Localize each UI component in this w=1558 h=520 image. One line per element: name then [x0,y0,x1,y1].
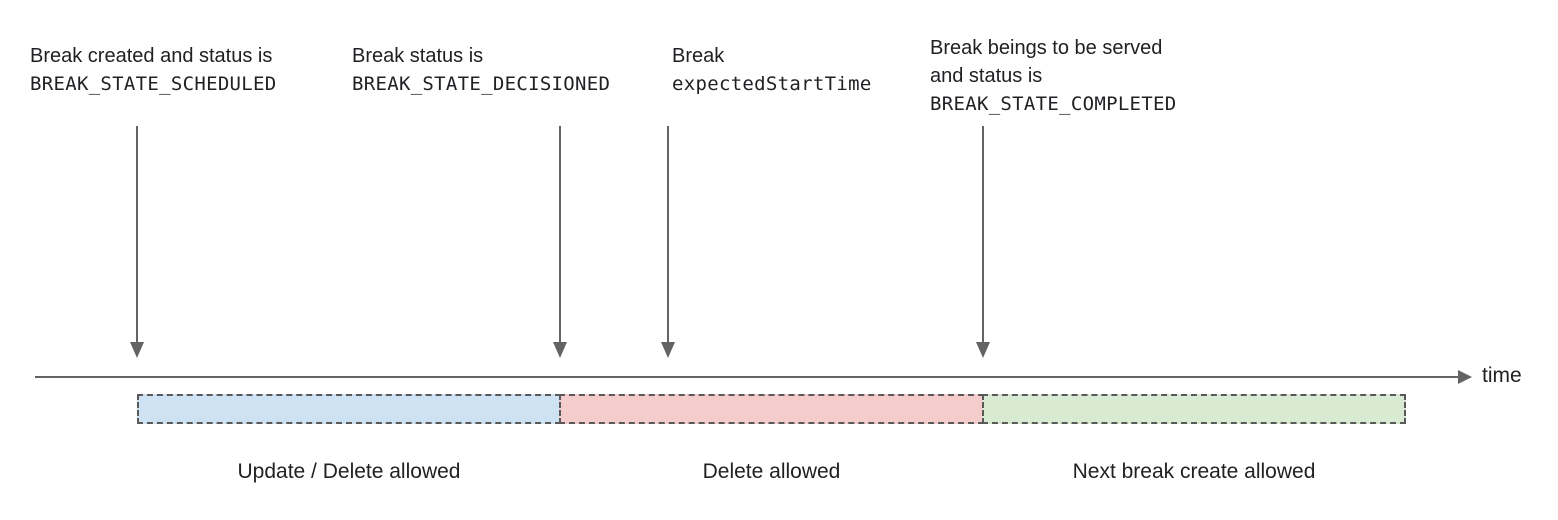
annotation-decisioned-code: BREAK_STATE_DECISIONED [352,73,611,95]
arrow-down-icon [661,342,675,358]
segment-next-break-create-allowed [982,394,1406,424]
segment-label-update-delete: Update / Delete allowed [237,460,461,483]
annotation-completed: Break beings to be served and status is … [930,34,1177,118]
arrow-down-icon [130,342,144,358]
time-axis-line [35,376,1461,378]
segment-label-delete: Delete allowed [702,460,841,483]
annotation-scheduled: Break created and status is BREAK_STATE_… [30,42,277,98]
segment-update-delete-allowed [137,394,561,424]
annotation-scheduled-text: Break created and status is [30,45,273,67]
annotation-expected-start-code: expectedStartTime [672,73,872,95]
annotation-decisioned: Break status is BREAK_STATE_DECISIONED [352,42,610,98]
annotation-scheduled-code: BREAK_STATE_SCHEDULED [30,73,277,95]
arrow-shaft [667,126,669,342]
arrow-shaft [136,126,138,342]
arrow-down-icon [976,342,990,358]
annotation-expected-start: Break expectedStartTime [672,42,872,98]
annotation-decisioned-text: Break status is [352,45,484,67]
annotation-completed-text-line1: Break beings to be served [930,37,1163,59]
arrow-shaft [559,126,561,342]
annotation-completed-code: BREAK_STATE_COMPLETED [930,93,1177,115]
arrow-shaft [982,126,984,342]
annotation-completed-text-line2: and status is [930,65,1043,87]
annotation-expected-start-text: Break [672,45,725,67]
arrow-down-icon [553,342,567,358]
time-axis-label: time [1482,364,1522,387]
segment-delete-allowed [559,394,984,424]
arrow-right-icon [1458,370,1472,384]
segment-label-next-break: Next break create allowed [1072,460,1316,483]
